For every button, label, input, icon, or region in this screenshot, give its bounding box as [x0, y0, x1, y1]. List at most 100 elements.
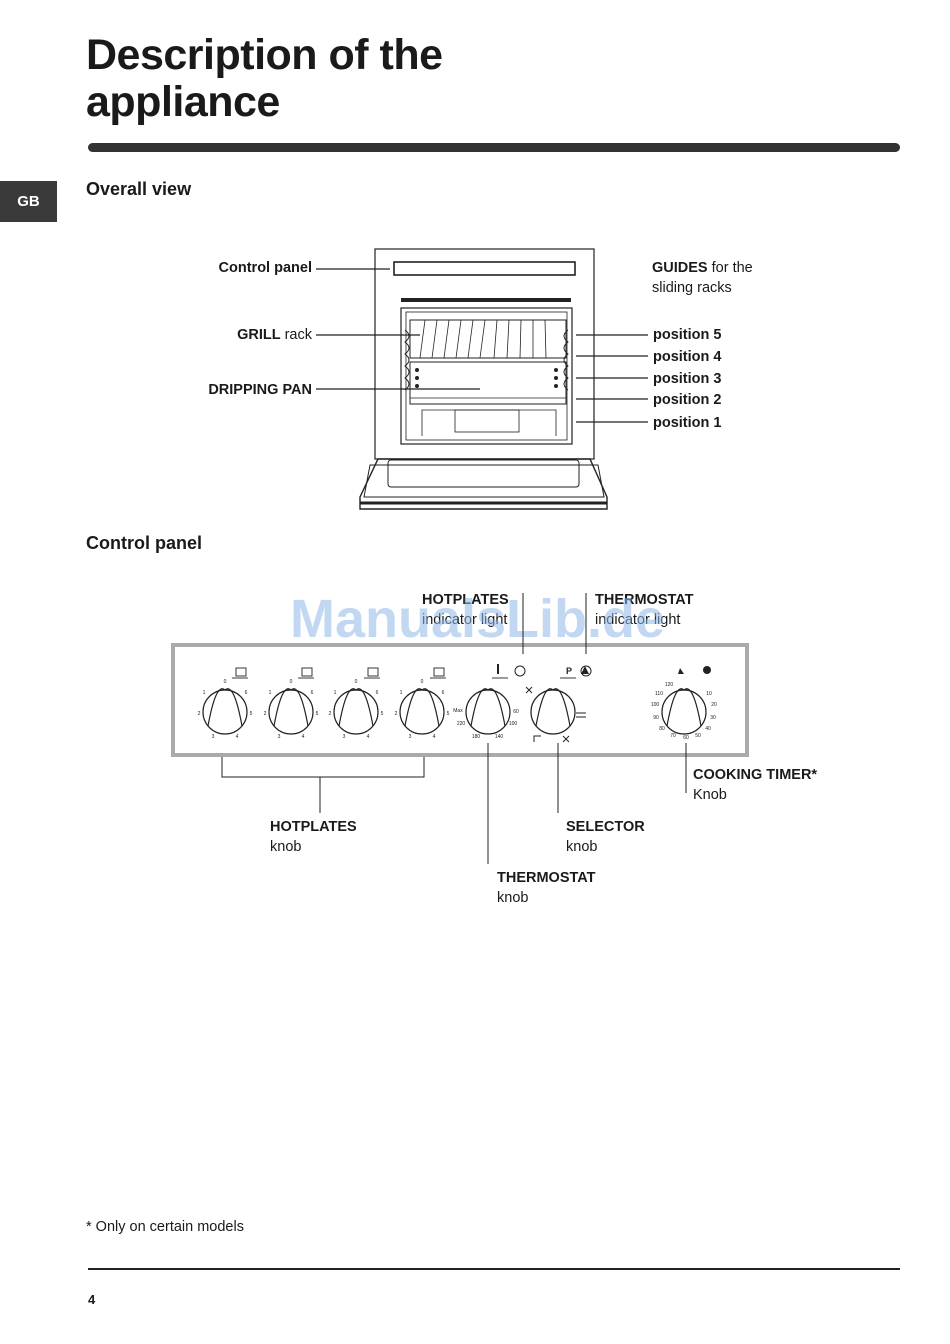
hp4-scale-2: 2	[395, 711, 398, 717]
timer-scale-70: 70	[670, 733, 676, 739]
hp3-scale-5: 5	[381, 711, 384, 717]
grill-bold: GRILL	[237, 327, 281, 343]
hp1-scale-0: 0	[224, 679, 227, 685]
hotplates-knob-sub: knob	[270, 839, 302, 855]
hp4-scale-1: 1	[400, 690, 403, 696]
selector-p-mark: P	[566, 666, 572, 676]
oven-illustration	[316, 248, 648, 510]
dripping-pan	[409, 361, 567, 405]
title-rule	[88, 143, 900, 152]
thermostat-indicator-light	[580, 665, 592, 677]
timer-scale-100: 100	[651, 702, 660, 708]
hp4-scale-4: 4	[433, 734, 436, 740]
thermostat-knob-sub: knob	[497, 890, 529, 906]
label-thermostat-indicator: THERMOSTAT indicator light	[595, 590, 694, 630]
timer-scale-30: 30	[710, 715, 716, 721]
control-panel-frame	[171, 643, 749, 757]
cooking-timer-sub: Knob	[693, 787, 727, 803]
label-cooking-timer: COOKING TIMER* Knob	[693, 765, 817, 805]
hp4-scale-5: 5	[447, 711, 450, 717]
timer-scale-120: 120	[665, 682, 674, 688]
overall-view-heading: Overall view	[86, 179, 192, 199]
oven-control-strip	[393, 261, 576, 276]
label-position-3: position 3	[653, 371, 722, 387]
therm-scale-60: 60	[513, 709, 519, 715]
cooking-timer-bold: COOKING TIMER*	[693, 767, 818, 783]
timer-scale-50: 50	[695, 733, 701, 739]
thermostat-knob	[465, 688, 511, 735]
footer-rule	[88, 1268, 900, 1270]
label-position-2: position 2	[653, 392, 722, 408]
therm-scale-220: 220	[457, 721, 466, 727]
guides-bold: GUIDES	[652, 260, 708, 276]
thermometer-icon	[497, 664, 499, 674]
label-thermostat-knob: THERMOSTAT knob	[497, 868, 596, 908]
hp1-scale-5: 5	[250, 711, 253, 717]
timer-scale-40: 40	[705, 726, 711, 732]
hotplates-indicator-light	[514, 665, 526, 677]
language-tab: GB	[0, 181, 57, 222]
timer-scale-20: 20	[711, 702, 717, 708]
therm-scale-max: Max	[453, 708, 463, 714]
hp4-scale-3: 3	[409, 734, 412, 740]
grill-rest: rack	[280, 327, 312, 343]
timer-clock-icon	[703, 666, 711, 674]
control-panel-illustration: 0 1 2 3 4 5 6 0 1 2 3 4 5 6 0 1 2 3 4 5 …	[171, 593, 749, 864]
hp3-scale-4: 4	[367, 734, 370, 740]
hotplate-knob-4	[399, 688, 445, 735]
label-position-4: position 4	[653, 349, 722, 365]
therm-scale-100: 100	[509, 721, 518, 727]
hp1-scale-2: 2	[198, 711, 201, 717]
grill-rack	[409, 319, 567, 359]
watermark: ManualsLib.de	[290, 589, 666, 649]
hp1-scale-1: 1	[203, 690, 206, 696]
hp3-scale-1: 1	[334, 690, 337, 696]
label-grill-rack: GRILL rack	[237, 325, 312, 345]
hp3-scale-0: 0	[355, 679, 358, 685]
timer-scale-90: 90	[653, 715, 659, 721]
bell-icon	[581, 666, 589, 674]
selector-bottom-heat-symbol	[533, 735, 541, 742]
thermostat-indicator-sub: indicator light	[595, 612, 681, 628]
oven-cavity	[400, 307, 573, 445]
hp1-scale-3: 3	[212, 734, 215, 740]
hp3-scale-6: 6	[376, 690, 379, 696]
hp2-scale-5: 5	[316, 711, 319, 717]
title-line-2: appliance	[86, 78, 280, 126]
page-number: 4	[88, 1292, 96, 1307]
timer-scale-110: 110	[655, 691, 663, 697]
selector-knob-sub: knob	[566, 839, 598, 855]
hotplate-knob-2	[268, 688, 314, 735]
oven-body	[374, 248, 595, 460]
guides-rest: for the	[707, 260, 753, 276]
selector-knob	[530, 688, 576, 735]
timer-scale-10: 10	[706, 691, 712, 697]
hotplates-indicator-sub: indicator light	[422, 612, 508, 628]
thermostat-indicator-bold: THERMOSTAT	[595, 592, 694, 608]
timer-scale-80: 80	[659, 726, 665, 732]
timer-scale-60: 60	[683, 735, 689, 741]
title-line-1: Description of the	[86, 31, 443, 79]
label-dripping-pan: DRIPPING PAN	[208, 382, 312, 398]
hp4-scale-0: 0	[421, 679, 424, 685]
hp2-scale-3: 3	[278, 734, 281, 740]
label-selector-knob: SELECTOR knob	[566, 817, 645, 857]
hp1-scale-6: 6	[245, 690, 248, 696]
hp2-scale-0: 0	[290, 679, 293, 685]
selector-knob-bold: SELECTOR	[566, 819, 645, 835]
hotplate-knob-1	[202, 688, 248, 735]
therm-scale-140: 140	[495, 734, 504, 740]
hp4-scale-6: 6	[442, 690, 445, 696]
label-hotplates-indicator: HOTPLATES indicator light	[422, 590, 509, 630]
hp2-scale-6: 6	[311, 690, 314, 696]
hp2-scale-4: 4	[302, 734, 305, 740]
thermostat-knob-bold: THERMOSTAT	[497, 870, 596, 886]
therm-scale-180: 180	[472, 734, 481, 740]
label-position-1: position 1	[653, 415, 722, 431]
hp2-scale-1: 1	[269, 690, 272, 696]
hp3-scale-2: 2	[329, 711, 332, 717]
hotplate-knob-3	[333, 688, 379, 735]
hotplates-indicator-bold: HOTPLATES	[422, 592, 509, 608]
footnote: * Only on certain models	[86, 1219, 244, 1235]
hp1-scale-4: 4	[236, 734, 239, 740]
